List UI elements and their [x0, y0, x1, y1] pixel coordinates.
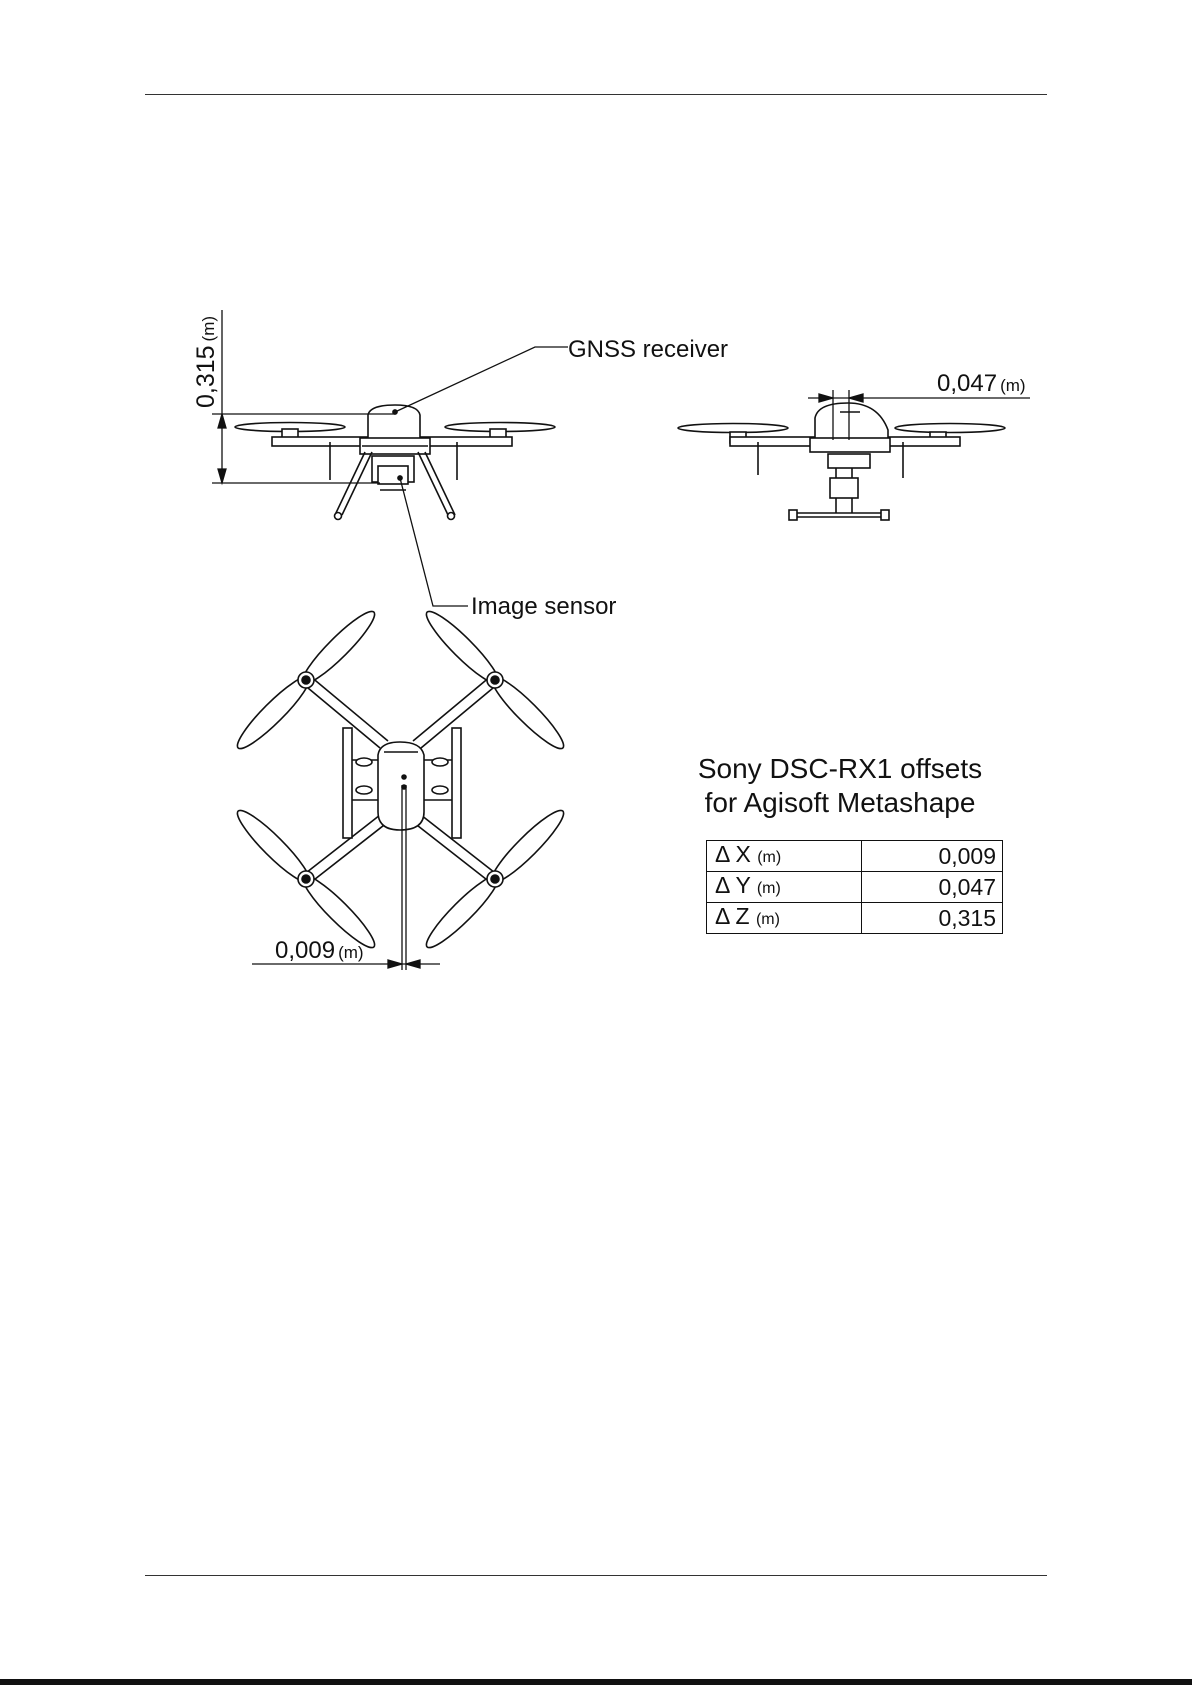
offsets-table: Δ X (m) 0,009 Δ Y (m) 0,047 Δ Z (m) 0,31… — [706, 840, 1003, 934]
table-row: Δ Y (m) 0,047 — [707, 872, 1003, 903]
value-cell: 0,047 — [862, 872, 1003, 903]
value-cell: 0,315 — [862, 903, 1003, 934]
drone-front-view — [235, 405, 555, 520]
drone-top-view — [231, 605, 570, 954]
gnss-leader-line — [393, 347, 568, 414]
offsets-table-title: Sony DSC-RX1 offsets for Agisoft Metasha… — [680, 752, 1000, 820]
gnss-receiver-label: GNSS receiver — [568, 336, 728, 363]
image-sensor-label: Image sensor — [471, 593, 616, 620]
value-cell: 0,009 — [862, 841, 1003, 872]
axis-cell: Δ Z (m) — [707, 903, 862, 934]
vertical-dimension-label: 0,315(m) — [192, 316, 220, 408]
axis-cell: Δ Y (m) — [707, 872, 862, 903]
page-bottom-edge — [0, 1679, 1192, 1685]
axis-cell: Δ X (m) — [707, 841, 862, 872]
vertical-dimension — [212, 310, 395, 483]
drone-side-view — [678, 403, 1005, 520]
offsets-title-line-2: for Agisoft Metashape — [680, 786, 1000, 820]
horizontal-dimension-label: 0,009(m) — [275, 937, 364, 964]
lateral-dimension-label: 0,047(m) — [937, 370, 1026, 397]
table-row: Δ X (m) 0,009 — [707, 841, 1003, 872]
offsets-title-line-1: Sony DSC-RX1 offsets — [680, 752, 1000, 786]
table-row: Δ Z (m) 0,315 — [707, 903, 1003, 934]
image-sensor-leader-line — [398, 476, 468, 606]
